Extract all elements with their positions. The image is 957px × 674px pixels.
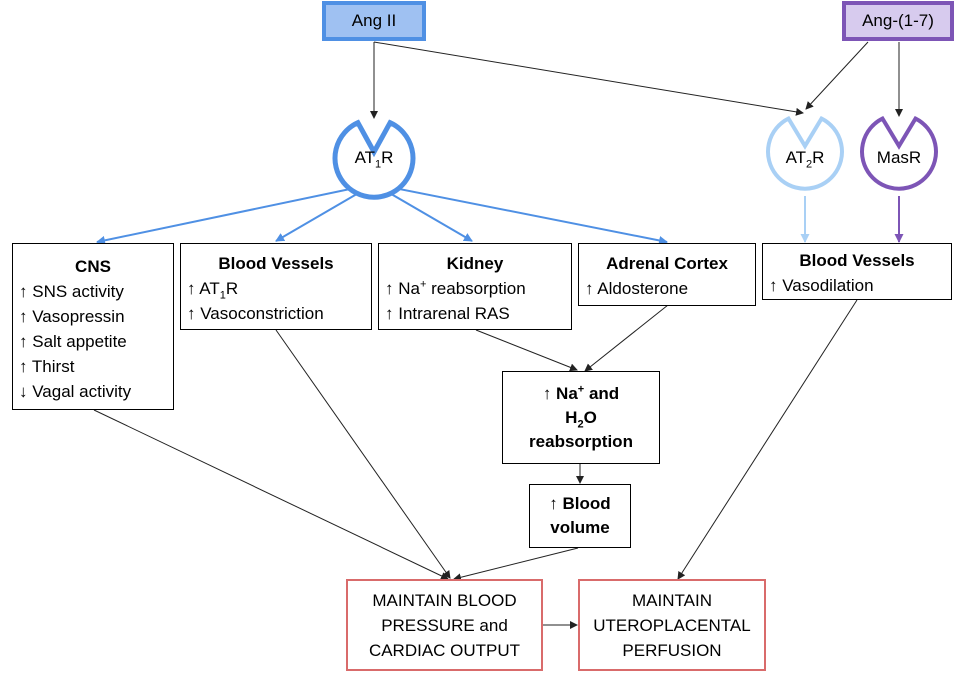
at1r-label: AT1R (334, 148, 414, 171)
arrow-vasodilation-to-perfusion (677, 299, 858, 580)
na-tail: and (588, 383, 620, 403)
cns-title: CNS (75, 257, 111, 276)
cns-item: ↓ Vagal activity (13, 379, 173, 404)
outcome-line: PRESSURE and (381, 615, 508, 635)
arrow-down-icon: ↓ (19, 382, 28, 401)
kidney-title: Kidney (446, 254, 504, 273)
arrow-up-icon: ↑ (187, 279, 196, 298)
blood-vessels-item: ↑ AT1R (181, 276, 371, 301)
o-text: O (583, 407, 597, 427)
blood-vessels-title: Blood Vessels (799, 251, 915, 270)
blood-vessels-title: Blood Vessels (218, 254, 334, 273)
na-line: ↑ Na+ and (543, 382, 619, 406)
item-text: Vasoconstriction (200, 304, 324, 323)
kidney-item: ↑ Na+ reabsorption (379, 276, 571, 301)
item-text-main: Na (398, 279, 420, 298)
masr-label: MasR (859, 148, 939, 168)
arrow-up-icon: ↑ (19, 307, 28, 326)
at1r-receptor-icon (332, 119, 416, 200)
blood-volume-box: ↑ Blood volume (529, 484, 631, 548)
cns-item-text: Thirst (31, 357, 75, 376)
at2r-label: AT2R (765, 148, 845, 171)
adrenal-title: Adrenal Cortex (606, 254, 728, 273)
ang2-label: Ang II (351, 11, 397, 30)
arrow-up-icon: ↑ (385, 304, 394, 323)
cns-item-text: SNS activity (32, 282, 124, 301)
blood-vessels-item: ↑ Vasoconstriction (181, 301, 371, 326)
arrow-up-icon: ↑ (769, 276, 778, 295)
at1r-label-sub: 1 (375, 158, 382, 171)
ang2-box: Ang II (322, 1, 426, 41)
blood-volume-line2: volume (550, 518, 610, 537)
at1r-label-tail: R (381, 148, 394, 167)
outcome-line: MAINTAIN BLOOD (372, 590, 517, 610)
h-text: H (565, 407, 578, 427)
arrow-ang17-to-at2r (805, 41, 869, 110)
arrow-up-icon: ↑ (19, 332, 28, 351)
cns-item-text: Vasopressin (32, 307, 125, 326)
item-text: Intrarenal RAS (398, 304, 510, 323)
masr-label-main: MasR (876, 148, 922, 167)
arrow-ang2-to-at2r (373, 41, 804, 116)
arrow-up-icon: ↑ (19, 282, 28, 301)
arrow-up-icon: ↑ (187, 304, 196, 323)
na-h2o-reabsorption-box: ↑ Na+ and H2O reabsorption (502, 371, 660, 464)
blood-vessels-vasodilation-box: Blood Vessels ↑ Vasodilation (762, 243, 952, 300)
arrow-cns-to-bp (93, 409, 449, 580)
item-text-tail: reabsorption (431, 279, 526, 298)
adrenal-cortex-box: Adrenal Cortex ↑ Aldosterone (578, 243, 756, 306)
ang17-label: Ang-(1-7) (862, 11, 934, 30)
na-text: Na (556, 383, 578, 403)
cns-item: ↑ Salt appetite (13, 329, 173, 354)
cns-item: ↑ Thirst (13, 354, 173, 379)
at1r-label-main: AT (354, 148, 376, 167)
item-text-main: AT (199, 279, 220, 298)
outcome-line: UTEROPLACENTAL (593, 615, 751, 635)
maintain-perfusion-box: MAINTAIN UTEROPLACENTAL PERFUSION (578, 579, 766, 671)
na-sup: + (577, 382, 585, 395)
cns-item: ↑ SNS activity (13, 279, 173, 304)
cns-item-text: Salt appetite (32, 332, 127, 351)
blood-vessels-at1r-box: Blood Vessels ↑ AT1R ↑ Vasoconstriction (180, 243, 372, 330)
kidney-item: ↑ Intrarenal RAS (379, 301, 571, 326)
item-text-sup: + (419, 278, 427, 291)
arrow-up-icon: ↑ (385, 279, 394, 298)
arrow-at1r-to-cns (96, 183, 375, 245)
arrow-up-icon: ↑ (19, 357, 28, 376)
h2o-sub: 2 (577, 417, 584, 430)
outcome-line: MAINTAIN (632, 590, 712, 610)
at2r-label-sub: 2 (806, 158, 813, 171)
ang17-box: Ang-(1-7) (842, 1, 954, 41)
arrow-kidney-to-na (475, 329, 578, 372)
maintain-blood-pressure-box: MAINTAIN BLOOD PRESSURE and CARDIAC OUTP… (346, 579, 543, 671)
at2r-label-main: AT (785, 148, 807, 167)
h2o-line: H2O (565, 406, 597, 430)
item-text: Vasodilation (782, 276, 874, 295)
arrow-volume-to-bp (453, 547, 579, 582)
blood-vessels-item: ↑ Vasodilation (763, 273, 951, 298)
arrow-up-icon: ↑ (585, 279, 594, 298)
arrow-up-icon: ↑ (542, 383, 552, 403)
cns-item: ↑ Vasopressin (13, 304, 173, 329)
at2r-label-tail: R (812, 148, 825, 167)
outcome-line: CARDIAC OUTPUT (368, 640, 521, 660)
cns-box: CNS ↑ SNS activity ↑ Vasopressin ↑ Salt … (12, 243, 174, 410)
adrenal-item: ↑ Aldosterone (579, 276, 755, 301)
at2r-receptor-icon (766, 115, 844, 191)
item-text: Aldosterone (597, 279, 689, 298)
arrow-blood-vessels-to-bp (275, 329, 451, 579)
kidney-box: Kidney ↑ Na+ reabsorption ↑ Intrarenal R… (378, 243, 572, 330)
masr-receptor-icon (860, 115, 938, 191)
blood-volume-line1: ↑ Blood (549, 494, 611, 513)
cns-item-text: Vagal activity (32, 382, 132, 401)
item-text-sub: 1 (219, 289, 226, 302)
reabsorption-line: reabsorption (529, 431, 633, 451)
outcome-line: PERFUSION (622, 640, 722, 660)
arrow-adrenal-to-na (584, 304, 669, 372)
arrow-at1r-to-adrenal (373, 183, 668, 245)
item-text-tail: R (225, 279, 239, 298)
